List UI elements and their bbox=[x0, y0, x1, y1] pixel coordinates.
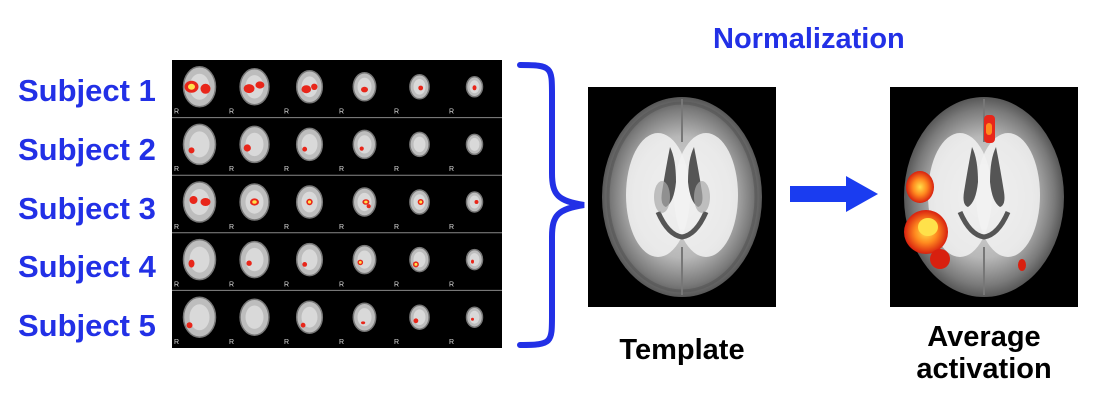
slice-orientation-marker: R bbox=[449, 166, 454, 173]
template-caption: Template bbox=[619, 334, 745, 366]
activation-blob-hot bbox=[188, 83, 195, 90]
slice-orientation-marker: R bbox=[174, 339, 179, 346]
activation-blob-hot bbox=[358, 261, 362, 264]
normalization-title: Normalization bbox=[713, 23, 905, 55]
slice-orientation-marker: R bbox=[449, 281, 454, 288]
activation-blob bbox=[246, 260, 252, 266]
slice-orientation-marker: R bbox=[229, 339, 234, 346]
brain-slice-inner bbox=[245, 247, 264, 272]
average-activation-caption: Average activation bbox=[890, 321, 1078, 386]
slice-orientation-marker: R bbox=[394, 224, 399, 231]
slice-orientation-marker: R bbox=[339, 166, 344, 173]
activation-blob bbox=[302, 262, 308, 267]
activation-blob-hot bbox=[307, 200, 312, 204]
average-activation-brain-image bbox=[890, 87, 1078, 307]
activation-blob bbox=[418, 85, 424, 91]
activation-blob bbox=[200, 198, 211, 206]
activation-blob bbox=[243, 84, 255, 94]
subject-label-3: Subject 3 bbox=[18, 191, 156, 226]
brain-slice-inner bbox=[357, 135, 372, 154]
brain-slice-inner bbox=[189, 246, 210, 273]
brain-slice-inner bbox=[469, 253, 480, 267]
activation-blob bbox=[300, 322, 306, 328]
activation-blob-hot bbox=[414, 262, 418, 266]
activation-blob bbox=[471, 317, 474, 321]
slice-orientation-marker: R bbox=[174, 281, 179, 288]
slice-orientation-marker: R bbox=[339, 281, 344, 288]
slice-orientation-marker: R bbox=[284, 109, 289, 116]
slice-orientation-marker: R bbox=[339, 224, 344, 231]
activation-blob bbox=[366, 204, 371, 209]
brain-slice-inner bbox=[357, 308, 372, 327]
brain-slice-inner bbox=[189, 131, 210, 158]
subject-label-4: Subject 4 bbox=[18, 249, 156, 284]
activation-blob-hot bbox=[419, 200, 423, 204]
slice-orientation-marker: R bbox=[284, 339, 289, 346]
slice-orientation-marker: R bbox=[174, 224, 179, 231]
slice-orientation-marker: R bbox=[394, 339, 399, 346]
slice-orientation-marker: R bbox=[394, 166, 399, 173]
brain-slice-inner bbox=[357, 250, 372, 269]
brain-slice-inner bbox=[357, 77, 372, 96]
slice-orientation-marker: R bbox=[284, 224, 289, 231]
activation-blob bbox=[474, 200, 479, 204]
brain-slice-inner bbox=[245, 132, 264, 157]
slice-orientation-marker: R bbox=[339, 109, 344, 116]
slice-orientation-marker: R bbox=[449, 224, 454, 231]
activation-blob bbox=[188, 259, 195, 268]
slice-orientation-marker: R bbox=[339, 339, 344, 346]
activation-blob bbox=[472, 85, 477, 91]
activation-blob bbox=[413, 318, 419, 324]
brain-slice-inner bbox=[301, 306, 318, 328]
activation-blob bbox=[200, 83, 211, 94]
brain-slice-inner bbox=[301, 249, 318, 270]
average-caption-line-2: activation bbox=[916, 352, 1052, 385]
activation-blob bbox=[243, 144, 251, 152]
brain-slice-inner bbox=[469, 310, 480, 324]
slice-orientation-marker: R bbox=[449, 109, 454, 116]
brain-slice-inner bbox=[413, 136, 426, 153]
slice-orientation-marker: R bbox=[394, 281, 399, 288]
average-caption-line-1: Average bbox=[927, 321, 1041, 353]
right-arrow-icon bbox=[790, 176, 878, 212]
activation-blob bbox=[361, 86, 368, 93]
curly-brace-icon bbox=[517, 62, 585, 348]
template-brain-image bbox=[588, 87, 776, 307]
activation-blob bbox=[361, 321, 366, 325]
slice-orientation-marker: R bbox=[449, 339, 454, 346]
brain-slice-inner bbox=[189, 304, 210, 331]
activation-blob bbox=[311, 83, 318, 90]
activation-blob-hot bbox=[252, 200, 257, 204]
activation-blob bbox=[186, 322, 193, 329]
slice-orientation-marker: R bbox=[229, 109, 234, 116]
brain-slice-inner bbox=[245, 305, 264, 329]
brain-slice-inner bbox=[469, 137, 480, 151]
slice-orientation-marker: R bbox=[284, 281, 289, 288]
activation-blob bbox=[188, 147, 195, 154]
activation-blob bbox=[255, 81, 265, 89]
slice-orientation-marker: R bbox=[174, 166, 179, 173]
subject-slice-grid: R R R R R R R R R R R R R R R R R R R R R R R R R R R R R R bbox=[172, 60, 502, 348]
activation-blob bbox=[301, 85, 312, 94]
subject-label-1: Subject 1 bbox=[18, 73, 156, 108]
activation-blob bbox=[471, 259, 474, 264]
slice-orientation-marker: R bbox=[394, 109, 399, 116]
slice-orientation-marker: R bbox=[229, 166, 234, 173]
slice-grid-canvas: R R R R R R R R R R R R R R R R R R R R R R R R R R R R R R bbox=[172, 66, 502, 346]
activation-blob bbox=[359, 146, 364, 151]
slice-orientation-marker: R bbox=[174, 109, 179, 116]
subject-label-2: Subject 2 bbox=[18, 132, 156, 167]
brain-slice-inner bbox=[189, 189, 210, 215]
slice-orientation-marker: R bbox=[229, 281, 234, 288]
activation-blob bbox=[189, 196, 198, 204]
activation-blob-hot bbox=[364, 200, 368, 204]
activation-blob bbox=[302, 146, 308, 152]
slice-orientation-marker: R bbox=[229, 224, 234, 231]
slice-orientation-marker: R bbox=[284, 166, 289, 173]
brain-slice-inner bbox=[301, 134, 318, 155]
subject-label-5: Subject 5 bbox=[18, 308, 156, 343]
